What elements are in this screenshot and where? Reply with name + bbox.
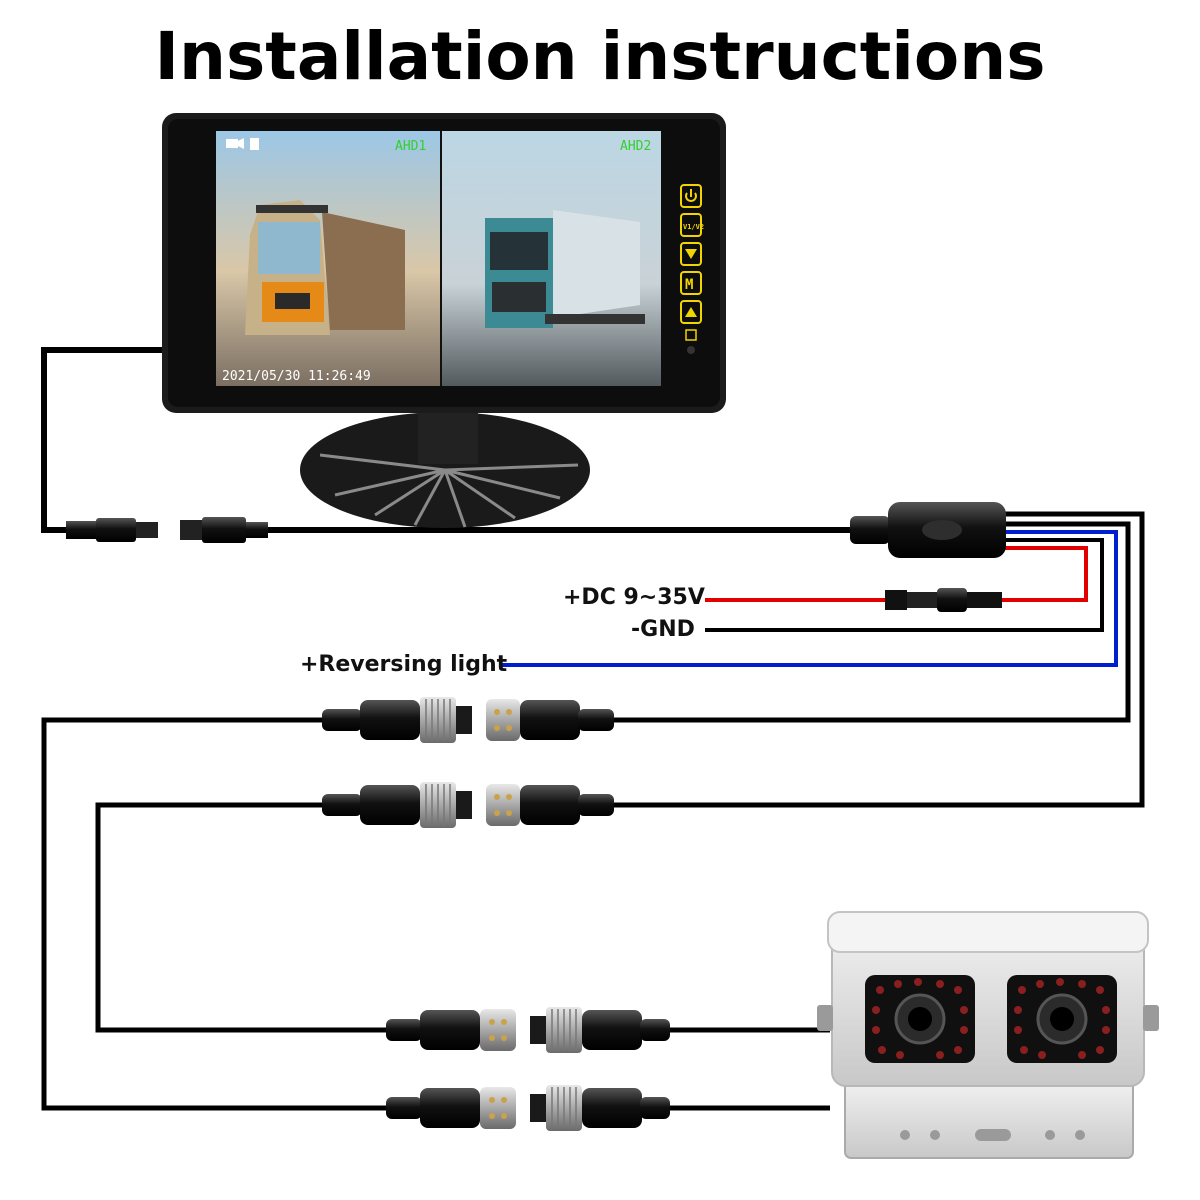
channel1-extension bbox=[41, 717, 390, 1111]
stand-base-ribs bbox=[319, 453, 579, 528]
inline-fuse-holder[interactable] bbox=[885, 588, 1002, 612]
monitor-cable bbox=[41, 347, 165, 533]
ground-wire bbox=[705, 538, 1104, 632]
aviation-connector-cam1-male[interactable] bbox=[386, 1009, 516, 1051]
monitor-plug-connector[interactable] bbox=[66, 518, 158, 542]
osd-channel-ahd1: AHD1 bbox=[395, 139, 426, 154]
dual-lens-camera bbox=[817, 911, 1159, 1159]
aviation-connector-ch1-female[interactable] bbox=[322, 697, 472, 743]
right-ir-leds bbox=[1014, 978, 1110, 1059]
v1v2-button-label: V1/V2 bbox=[683, 223, 704, 231]
power-wire-red bbox=[1000, 546, 1088, 602]
channel2-extension bbox=[95, 802, 390, 1033]
ir-receiver-dot bbox=[687, 346, 695, 354]
aviation-connector-ch2-female[interactable] bbox=[322, 782, 472, 828]
reverse-wire-blue bbox=[500, 530, 1118, 667]
aviation-connector-cam2-male[interactable] bbox=[386, 1087, 516, 1129]
ir-sensor-icon bbox=[685, 329, 697, 341]
camera-bracket bbox=[844, 1079, 1134, 1159]
down-button[interactable] bbox=[680, 242, 702, 266]
truck-left-image bbox=[245, 200, 405, 335]
diagram-title: Installation instructions bbox=[154, 18, 1046, 95]
power-button[interactable] bbox=[680, 184, 702, 208]
sd-card-icon bbox=[250, 138, 259, 150]
monitor: AHD1 AHD2 2021/05/30 11:26:49 bbox=[162, 113, 726, 528]
up-arrow-icon bbox=[685, 307, 697, 317]
monitor-button-column: V1/V2 M bbox=[680, 184, 704, 354]
truck-right-image bbox=[485, 210, 645, 328]
reverse-wire-label: +Reversing light bbox=[300, 652, 508, 677]
power-icon bbox=[685, 189, 697, 202]
aviation-connector-ch2-male[interactable] bbox=[486, 784, 614, 826]
power-wire-label: +DC 9~35V bbox=[563, 585, 705, 610]
monitor-socket-connector[interactable] bbox=[180, 517, 268, 543]
record-icon bbox=[226, 138, 244, 149]
menu-button[interactable]: M bbox=[680, 271, 702, 295]
osd-timestamp: 2021/05/30 11:26:49 bbox=[222, 369, 371, 384]
up-button[interactable] bbox=[680, 300, 702, 324]
ground-wire-label: -GND bbox=[631, 617, 695, 642]
down-arrow-icon bbox=[685, 249, 697, 259]
cable-runs bbox=[41, 347, 1145, 1111]
channel1-cable bbox=[610, 521, 1131, 723]
camera-sunshade bbox=[827, 911, 1149, 953]
v1v2-button[interactable]: V1/V2 bbox=[680, 213, 704, 237]
bracket-holes bbox=[900, 1129, 1085, 1141]
aviation-connector-cam1-female[interactable] bbox=[530, 1007, 670, 1053]
aviation-connector-ch1-male[interactable] bbox=[486, 699, 614, 741]
aviation-connector-cam2-female[interactable] bbox=[530, 1085, 670, 1131]
channel2-cable bbox=[610, 511, 1145, 808]
monitor-stand-neck bbox=[418, 408, 478, 464]
menu-button-label: M bbox=[685, 277, 693, 293]
wiring-harness-box bbox=[850, 502, 1006, 558]
left-ir-leds bbox=[872, 978, 968, 1059]
osd-channel-ahd2: AHD2 bbox=[620, 139, 651, 154]
